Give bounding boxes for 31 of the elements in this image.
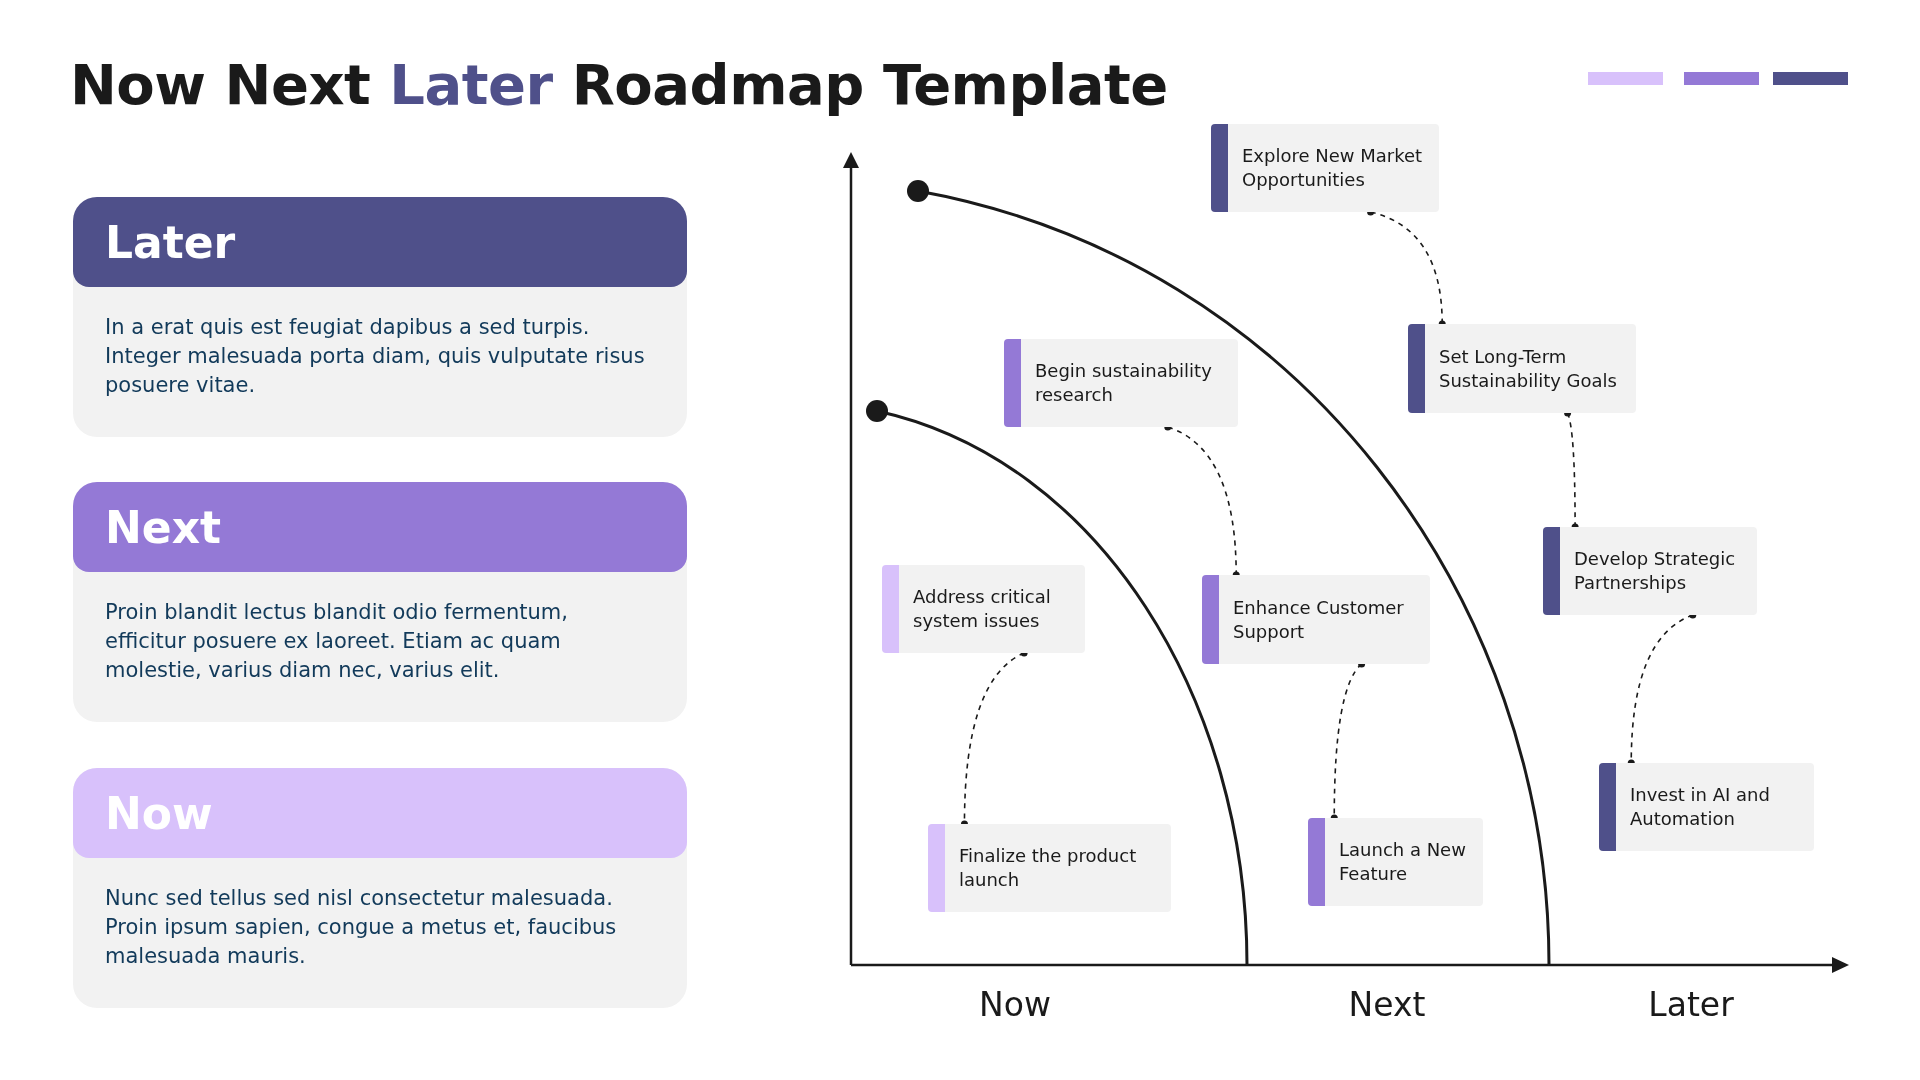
roadmap-card [1599, 763, 1814, 851]
phase-card [73, 482, 687, 722]
card-text: Develop Strategic Partnerships [1574, 547, 1737, 595]
roadmap-card [1408, 324, 1636, 413]
card-text: Address critical system issues [913, 585, 1052, 633]
card-text: Launch a New Feature [1339, 838, 1467, 886]
phase-card [73, 768, 687, 1008]
axis-label: Now [978, 985, 1052, 1024]
card-text: Set Long-Term Sustainability Goals [1439, 344, 1618, 393]
phase-description: In a erat quis est feugiat dapibus a sed turpis. Integer malesuada porta diam, quis vulputate risus posuere vitae. [104, 314, 646, 399]
phase-description: Nunc sed tellus sed nisl consectetur malesuada. Proin ipsum sapien, congue a metus et, faucibus malesuada mauris. [104, 885, 618, 970]
roadmap-card [928, 824, 1171, 912]
phase-description: Proin blandit lectus blandit odio fermentum, efficitur posuere ex laoreet. Etiam ac quam molestie, varius diam nec, varius elit. [104, 599, 569, 684]
phase-card [73, 197, 687, 437]
card-text: Begin sustainability research [1035, 359, 1213, 407]
card-text: Invest in AI and Automation [1630, 783, 1771, 831]
roadmap-card [1308, 818, 1483, 906]
card-text: Explore New Market Opportunities [1242, 144, 1424, 192]
roadmap-card [1211, 124, 1439, 212]
card-text: Enhance Customer Support [1233, 595, 1405, 644]
axis-label: Later [1647, 985, 1735, 1024]
title: Now Next Later Roadmap Template [70, 52, 1168, 117]
phase-heading: Later [73, 197, 687, 287]
phase-heading: Next [73, 482, 687, 572]
axis-label: Next [1347, 985, 1427, 1024]
phase-heading: Now [73, 768, 687, 858]
roadmap-card [1543, 527, 1757, 615]
roadmap-card [882, 565, 1085, 653]
card-text: Finalize the product launch [959, 844, 1138, 892]
roadmap-card [1202, 575, 1430, 664]
roadmap-card [1004, 339, 1238, 427]
